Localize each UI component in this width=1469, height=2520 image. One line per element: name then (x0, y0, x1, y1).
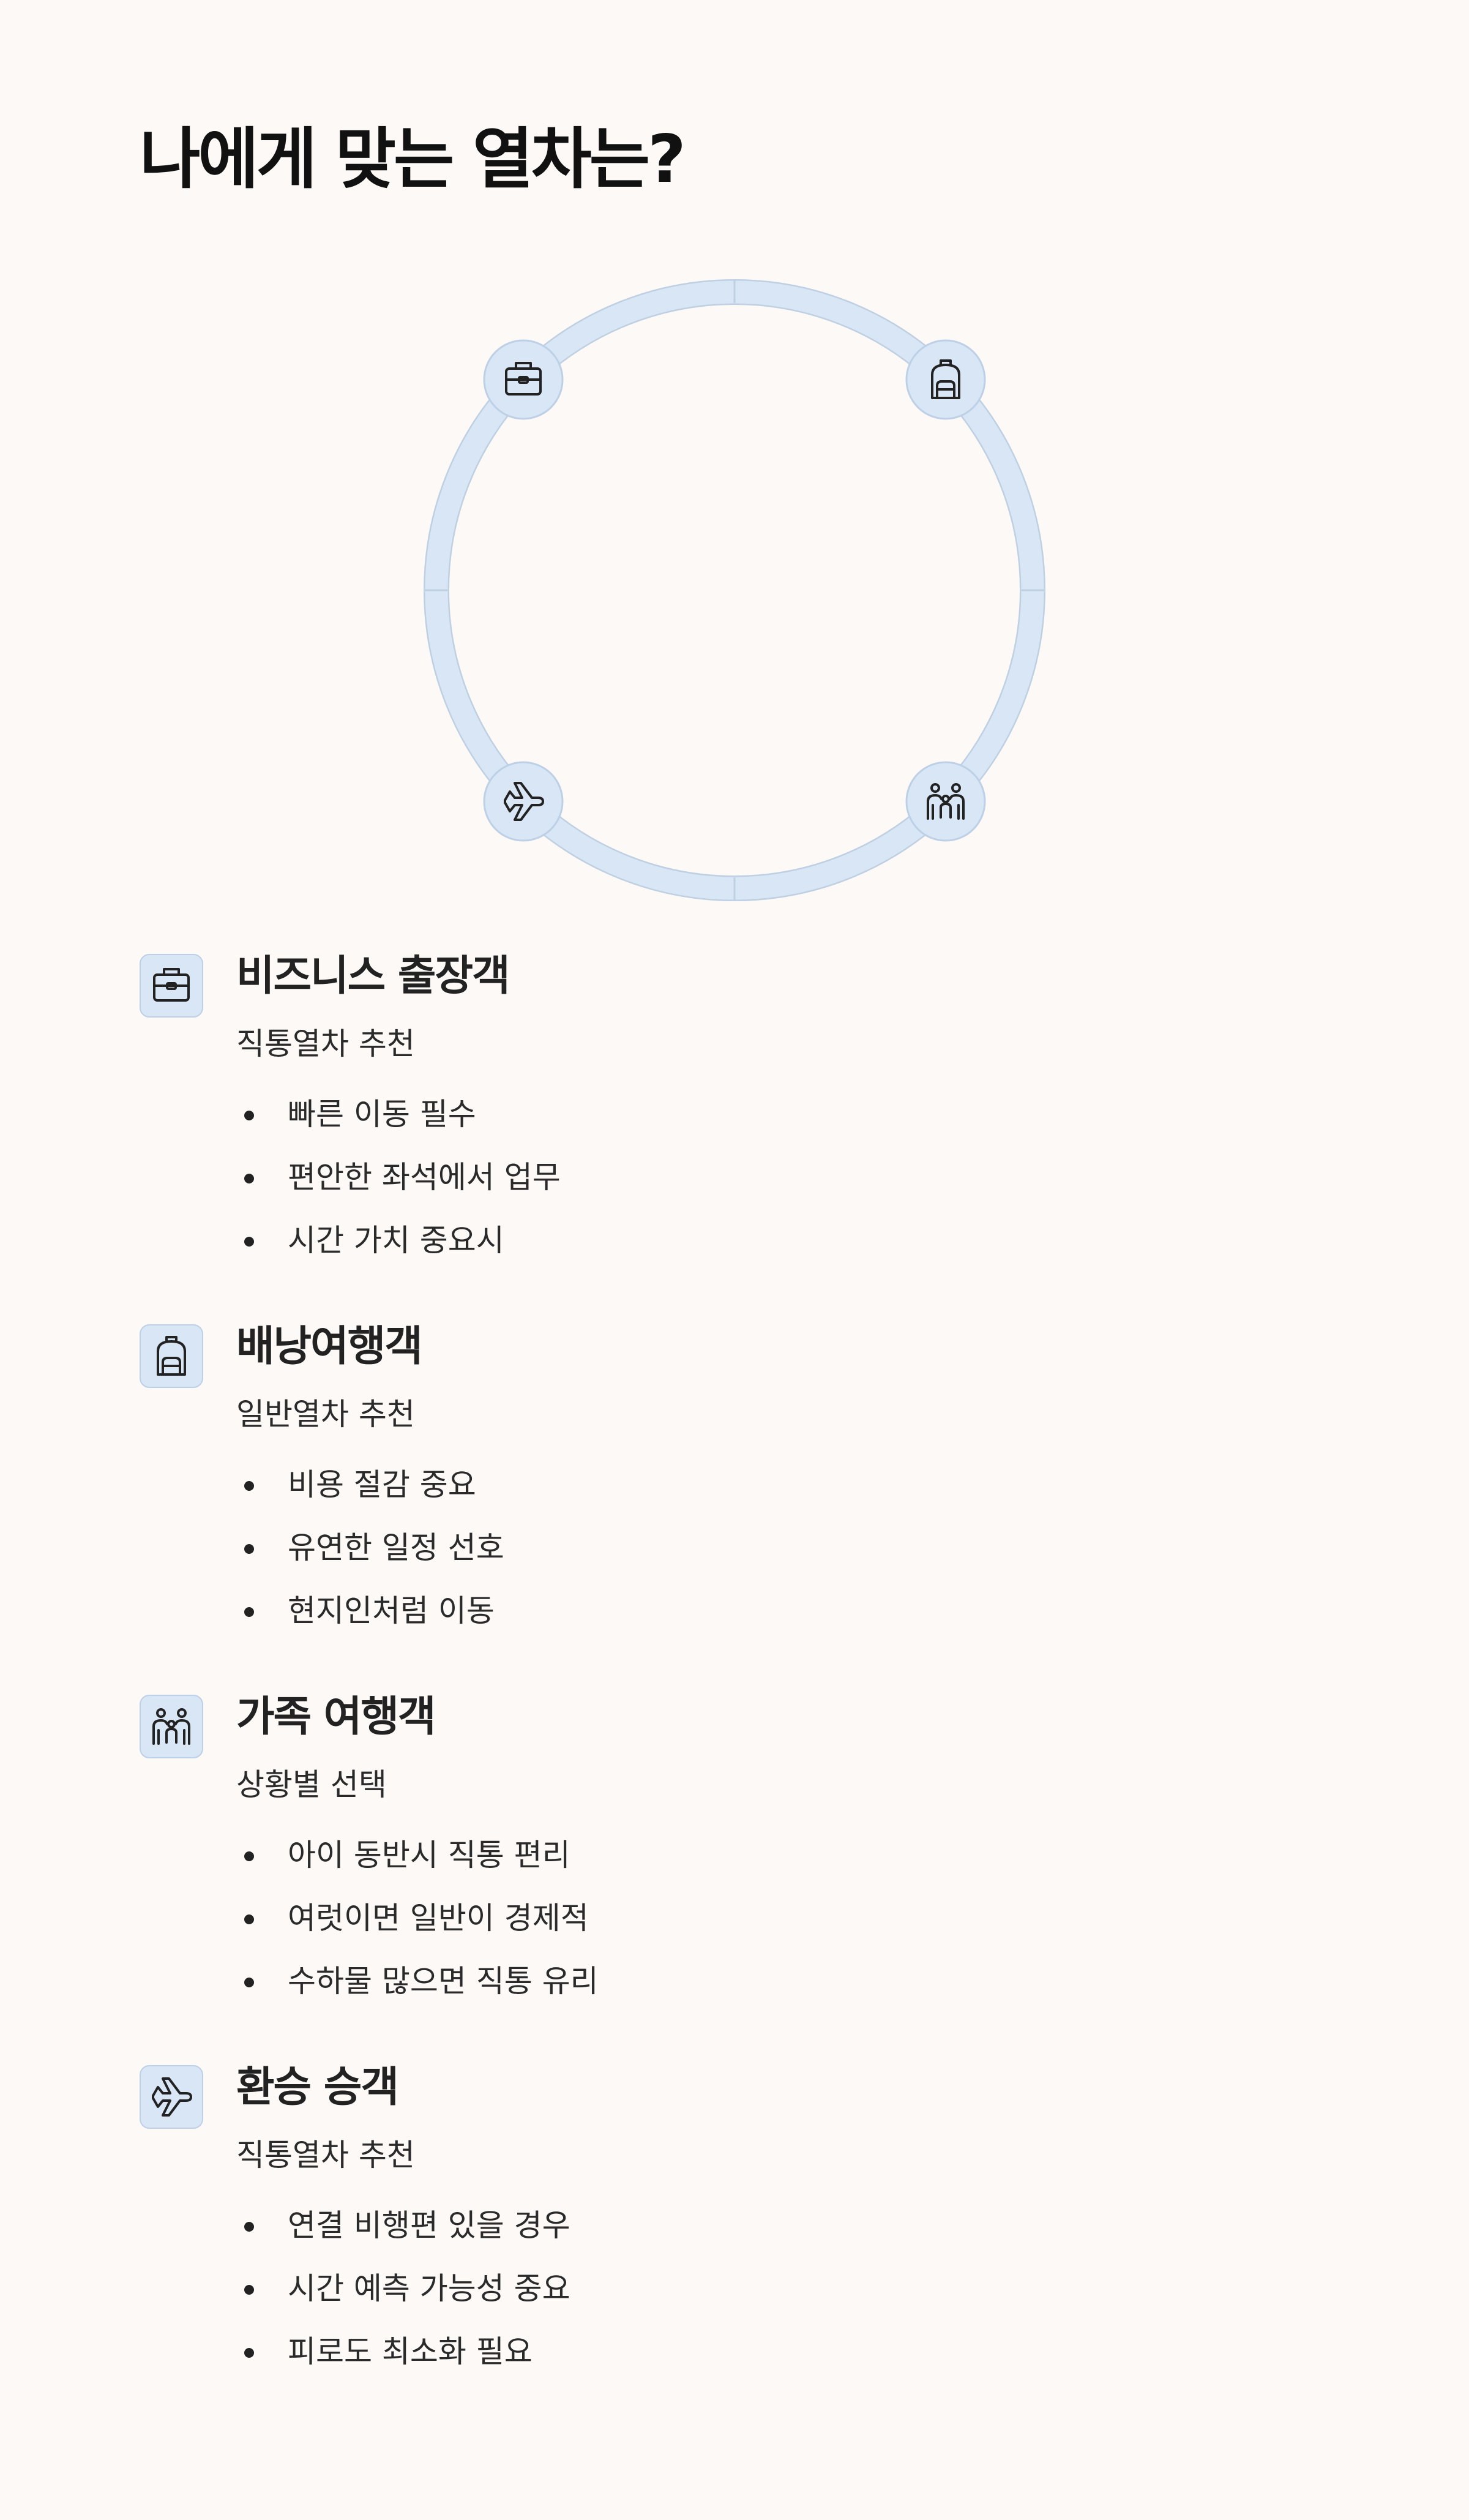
list-item: 수하물 많으면 직통 유리 (236, 1960, 599, 2023)
backpack-icon (140, 1324, 203, 1388)
section-subtitle: 상황별 선택 (236, 1767, 387, 1802)
ring-backpack-node (905, 339, 986, 420)
section-business: 비즈니스 출장객 직통열차 추천 빠른 이동 필수 편안한 좌석에서 업무 시간… (140, 946, 1303, 1316)
page-title: 나에게 맞는 열차는? (140, 121, 686, 198)
list-item: 유연한 일정 선호 (236, 1526, 504, 1589)
briefcase-icon (140, 954, 203, 1018)
list-item: 연결 비행편 있을 경우 (236, 2204, 570, 2267)
family-icon (140, 1695, 203, 1758)
section-transfer: 환승 승객 직통열차 추천 연결 비행편 있을 경우 시간 예측 가능성 중요 … (140, 2057, 1303, 2428)
list-item: 피로도 최소화 필요 (236, 2330, 570, 2393)
section-family: 가족 여행객 상황별 선택 아이 동반시 직통 편리 여럿이면 일반이 경제적 … (140, 1687, 1303, 2057)
list-item: 빠른 이동 필수 (236, 1093, 561, 1156)
list-item: 비용 절감 중요 (236, 1463, 504, 1526)
section-title: 환승 승객 (236, 2063, 399, 2112)
section-list: 아이 동반시 직통 편리 여럿이면 일반이 경제적 수하물 많으면 직통 유리 (236, 1834, 599, 2023)
section-subtitle: 직통열차 추천 (236, 1026, 415, 1062)
ring-family-node (905, 761, 986, 842)
section-subtitle: 직통열차 추천 (236, 2137, 415, 2173)
list-item: 현지인처럼 이동 (236, 1589, 504, 1652)
ring-plane-node (483, 761, 564, 842)
list-item: 시간 가치 중요시 (236, 1219, 561, 1282)
list-item: 여럿이면 일반이 경제적 (236, 1897, 599, 1960)
section-title: 가족 여행객 (236, 1693, 436, 1741)
persona-ring-diagram (424, 279, 1045, 901)
section-title: 비즈니스 출장객 (236, 952, 510, 1000)
plane-icon (140, 2065, 203, 2129)
section-title: 배낭여행객 (236, 1322, 423, 1371)
section-subtitle: 일반열차 추천 (236, 1397, 415, 1432)
list-item: 아이 동반시 직통 편리 (236, 1834, 599, 1897)
ring-briefcase-node (483, 339, 564, 420)
persona-sections: 비즈니스 출장객 직통열차 추천 빠른 이동 필수 편안한 좌석에서 업무 시간… (140, 946, 1303, 2428)
list-item: 편안한 좌석에서 업무 (236, 1156, 561, 1219)
section-list: 연결 비행편 있을 경우 시간 예측 가능성 중요 피로도 최소화 필요 (236, 2204, 570, 2393)
section-list: 비용 절감 중요 유연한 일정 선호 현지인처럼 이동 (236, 1463, 504, 1652)
list-item: 시간 예측 가능성 중요 (236, 2267, 570, 2330)
section-list: 빠른 이동 필수 편안한 좌석에서 업무 시간 가치 중요시 (236, 1093, 561, 1282)
section-backpacker: 배낭여행객 일반열차 추천 비용 절감 중요 유연한 일정 선호 현지인처럼 이… (140, 1316, 1303, 1687)
